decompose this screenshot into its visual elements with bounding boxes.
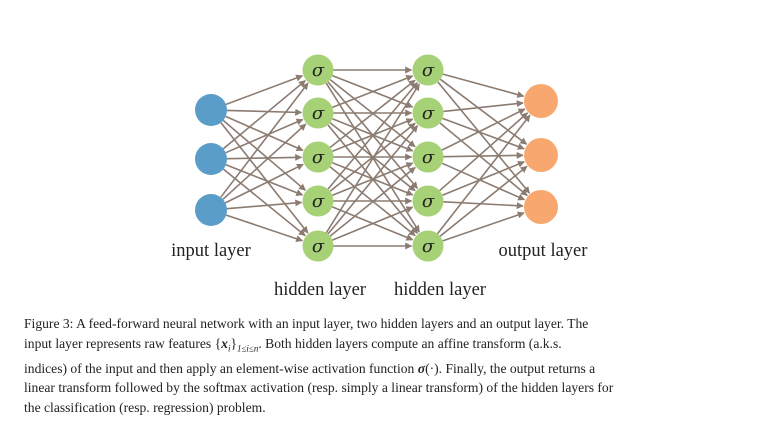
- hidden2-node-1: [412, 54, 444, 86]
- edge-input-3-to-hidden1-5: [225, 214, 304, 243]
- hidden1-sigma-label-2: σ: [312, 103, 325, 124]
- caption-math-sub: i: [227, 343, 231, 354]
- hidden1-node-2: [302, 97, 334, 129]
- caption-line-3: indices) of the input and then apply an …: [24, 359, 744, 379]
- caption-math-close-brace: }: [230, 335, 237, 351]
- edge-input-1-to-hidden1-5: [220, 122, 309, 234]
- edge-input-3-to-hidden1-2: [222, 123, 307, 200]
- input-node-1: [195, 94, 227, 126]
- edge-hidden2-3-to-output-3: [441, 162, 526, 201]
- edge-hidden1-5-to-hidden2-3: [329, 166, 416, 237]
- hidden2-sigma-label-5: σ: [422, 236, 435, 257]
- output-node-1: [524, 84, 558, 118]
- edge-input-1-to-hidden1-2: [226, 108, 303, 116]
- edge-hidden1-4-to-hidden2-1: [327, 82, 419, 190]
- caption-line-3-text-a: indices) of the input and then apply an …: [24, 360, 418, 376]
- hidden2-node-5: [412, 230, 444, 262]
- hidden1-node-5: [302, 230, 334, 262]
- edge-input-2-to-hidden1-5: [222, 168, 306, 237]
- edge-hidden1-5-to-hidden2-2: [327, 125, 419, 235]
- edge-hidden2-2-to-output-1: [443, 100, 524, 113]
- edge-hidden1-5-to-hidden2-4: [331, 206, 414, 241]
- neural-network-diagram: σ σ σ σ σ σ σ σ σ σ input layer hidden layer hidd…: [171, 54, 587, 300]
- edge-input-1-to-hidden1-1: [225, 74, 304, 106]
- input-node-3: [195, 194, 227, 226]
- edge-hidden2-5-to-output-1: [436, 114, 531, 235]
- input-layer-label: input layer: [171, 241, 251, 261]
- edge-hidden2-4-to-output-2: [442, 160, 525, 196]
- caption-line-2-text-a: input layer represents raw features: [24, 335, 215, 351]
- edge-hidden2-4-to-output-3: [443, 201, 524, 210]
- caption-line-2: input layer represents raw features {xi}…: [24, 334, 744, 359]
- hidden1-sigma-label-5: σ: [312, 236, 325, 257]
- edge-hidden2-3-to-output-1: [441, 108, 526, 151]
- edge-input-3-to-hidden1-1: [220, 82, 309, 198]
- connection-edges: [220, 66, 531, 250]
- hidden2-sigma-label-3: σ: [422, 147, 435, 168]
- caption-line-3-text-b: . Finally, the output returns a: [438, 360, 596, 376]
- hidden1-sigma-label-4: σ: [312, 191, 325, 212]
- edge-input-3-to-hidden1-4: [226, 199, 303, 210]
- hidden2-node-4: [412, 185, 444, 217]
- edge-hidden2-3-to-output-2: [443, 151, 524, 159]
- caption-line-4: linear transform followed by the softmax…: [24, 380, 614, 396]
- hidden2-sigma-label-2: σ: [422, 103, 435, 124]
- hidden2-sigma-label-1: σ: [422, 60, 435, 81]
- caption-line-2-text-b: . Both hidden layers compute an affine t…: [258, 335, 562, 351]
- hidden-layer-2-label: hidden layer: [394, 280, 486, 300]
- edge-hidden1-5-to-hidden2-1: [325, 83, 420, 234]
- edge-hidden2-1-to-output-3: [437, 81, 531, 194]
- hidden1-sigma-label-3: σ: [312, 147, 325, 168]
- hidden1-node-1: [302, 54, 334, 86]
- caption-line-1: Figure 3: A feed-forward neural network …: [24, 316, 589, 331]
- edge-input-3-to-hidden1-3: [224, 163, 304, 204]
- input-node-2: [195, 143, 227, 175]
- caption-line-5: the classification (resp. regression) pr…: [24, 399, 266, 415]
- edge-hidden1-3-to-hidden2-1: [329, 79, 416, 149]
- hidden1-node-4: [302, 185, 334, 217]
- edge-hidden1-2-to-hidden2-1: [332, 75, 414, 109]
- edge-input-2-to-hidden1-3: [226, 153, 303, 161]
- edge-hidden2-5-to-output-3: [442, 211, 525, 242]
- hidden1-sigma-label-1: σ: [312, 60, 325, 81]
- hidden2-node-2: [412, 97, 444, 129]
- edge-input-1-to-hidden1-3: [225, 115, 304, 152]
- hidden2-node-3: [412, 141, 444, 173]
- figure-caption: Figure 3: A feed-forward neural network …: [24, 314, 744, 417]
- edge-hidden2-2-to-output-3: [439, 122, 528, 197]
- caption-activation-func: σ: [417, 360, 426, 376]
- output-layer-label: output layer: [499, 241, 588, 261]
- layer-labels: input layer hidden layer hidden layer ou…: [171, 241, 587, 300]
- edge-hidden2-1-to-output-2: [439, 78, 528, 145]
- hidden-layer-1-label: hidden layer: [274, 280, 366, 300]
- network-nodes: σ σ σ σ σ σ σ σ σ σ: [195, 54, 558, 262]
- edge-input-2-to-hidden1-4: [225, 164, 304, 196]
- edge-hidden2-1-to-output-1: [442, 73, 525, 98]
- hidden2-sigma-label-4: σ: [422, 191, 435, 212]
- edge-input-2-to-hidden1-1: [222, 79, 306, 150]
- hidden1-node-3: [302, 141, 334, 173]
- edge-input-1-to-hidden1-4: [222, 119, 306, 191]
- caption-math-range: 1≤i≤n: [236, 343, 259, 354]
- caption-activation-arg: (·): [425, 360, 439, 376]
- caption-math-open-brace: {: [214, 335, 222, 351]
- caption-math-var: x: [221, 335, 228, 351]
- edge-hidden2-5-to-output-2: [439, 165, 528, 237]
- edge-hidden2-4-to-output-1: [439, 112, 529, 192]
- output-node-3: [524, 190, 558, 224]
- edge-hidden2-2-to-output-2: [442, 117, 525, 150]
- output-node-2: [524, 138, 558, 172]
- edge-input-2-to-hidden1-2: [225, 118, 304, 154]
